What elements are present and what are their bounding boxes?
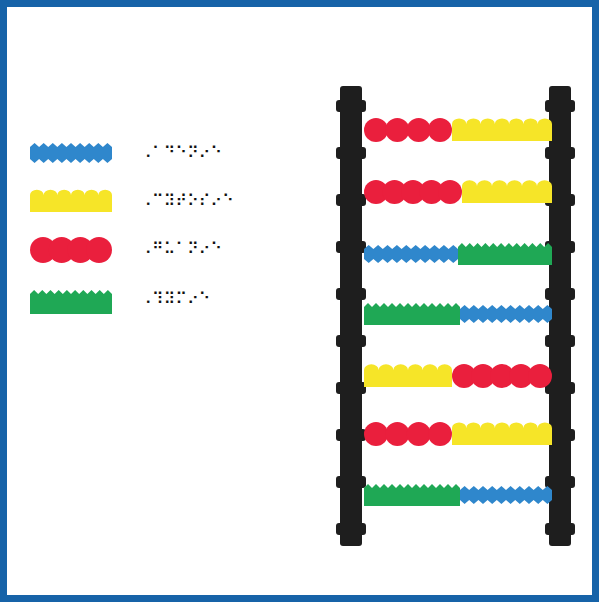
base-piece [364, 245, 458, 263]
legend-label: ⠠⠁⠙⠑⠝⠔⠑ [140, 143, 222, 163]
base-piece [462, 180, 552, 203]
legend-swatch [30, 290, 112, 314]
base-piece [460, 305, 552, 323]
base-piece [458, 243, 552, 265]
legend-label: ⠠⠹⠽⠍⠔⠑ [140, 289, 210, 309]
base-piece [460, 486, 552, 504]
base-piece [452, 423, 552, 445]
base-piece [364, 484, 460, 506]
legend-swatch [30, 190, 112, 212]
base-piece [364, 118, 452, 142]
base-piece [452, 119, 552, 141]
legend-swatch [30, 237, 112, 263]
legend-label: ⠠⠛⠥⠁⠝⠔⠑ [140, 239, 222, 259]
base-piece [364, 364, 452, 387]
base-piece [364, 180, 462, 204]
base-piece [452, 364, 552, 388]
ladder-rail [336, 86, 366, 546]
base-piece [364, 422, 452, 446]
base-piece [364, 303, 460, 325]
legend-label: ⠠⠉⠽⠞⠕⠎⠔⠑ [140, 191, 234, 211]
legend-swatch [30, 143, 112, 163]
